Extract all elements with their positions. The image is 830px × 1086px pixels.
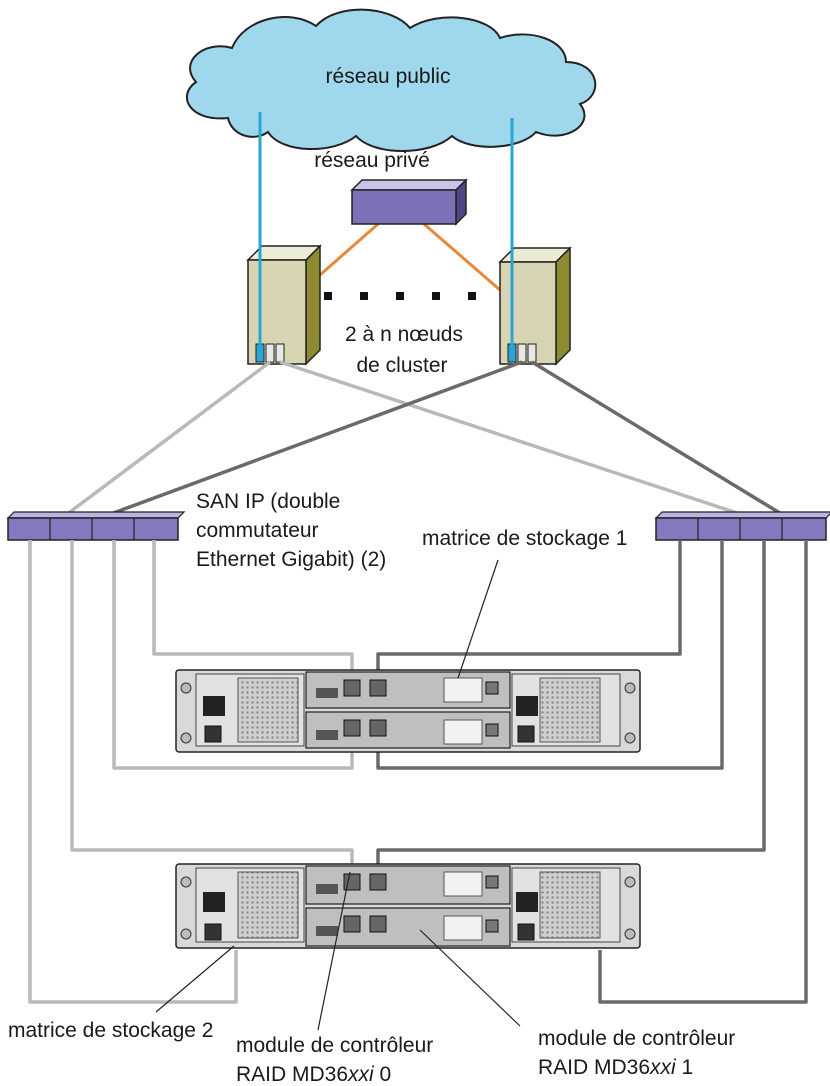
controller-1-label-line2: RAID MD36xxi 1 — [538, 1056, 693, 1079]
storage-array-2-label: matrice de stockage 2 — [8, 1019, 213, 1042]
controller-0-label-line1: module de contrôleur — [236, 1034, 433, 1057]
san-switch-right — [654, 511, 830, 541]
node1-port-san-a — [265, 343, 275, 363]
noden-port-san-a — [517, 343, 527, 363]
controller-1-label-line1: module de contrôleur — [538, 1027, 735, 1050]
public-network-cloud: réseau public — [185, 8, 597, 152]
callout-leaders — [155, 559, 521, 1031]
cluster-node-n — [498, 246, 572, 366]
private-network-switch — [350, 178, 468, 226]
private-network-label: réseau privé — [314, 149, 430, 172]
node1-port-san-b — [275, 343, 285, 363]
noden-port-san-b — [527, 343, 537, 363]
storage-array-1 — [175, 669, 641, 753]
san-label-line3: Ethernet Gigabit) (2) — [196, 548, 386, 571]
cluster-nodes-label-line2: de cluster — [356, 354, 447, 377]
san-label-line2: commutateur — [196, 519, 319, 542]
storage-array-2 — [175, 863, 641, 949]
private-network-links — [311, 222, 501, 292]
public-network-label: réseau public — [326, 65, 451, 88]
node-ellipsis — [324, 292, 476, 300]
cluster-nodes-label-line1: 2 à n nœuds — [345, 323, 463, 346]
san-label-line1: SAN IP (double — [196, 490, 340, 513]
controller-0-label-line2: RAID MD36xxi 0 — [236, 1063, 391, 1086]
public-network-links — [258, 112, 514, 350]
cloud-shape — [185, 8, 597, 152]
cluster-node-1 — [246, 244, 322, 366]
storage-array-1-label: matrice de stockage 1 — [422, 527, 627, 550]
node-to-switch-cables — [60, 360, 789, 520]
san-switch-left — [6, 511, 186, 541]
